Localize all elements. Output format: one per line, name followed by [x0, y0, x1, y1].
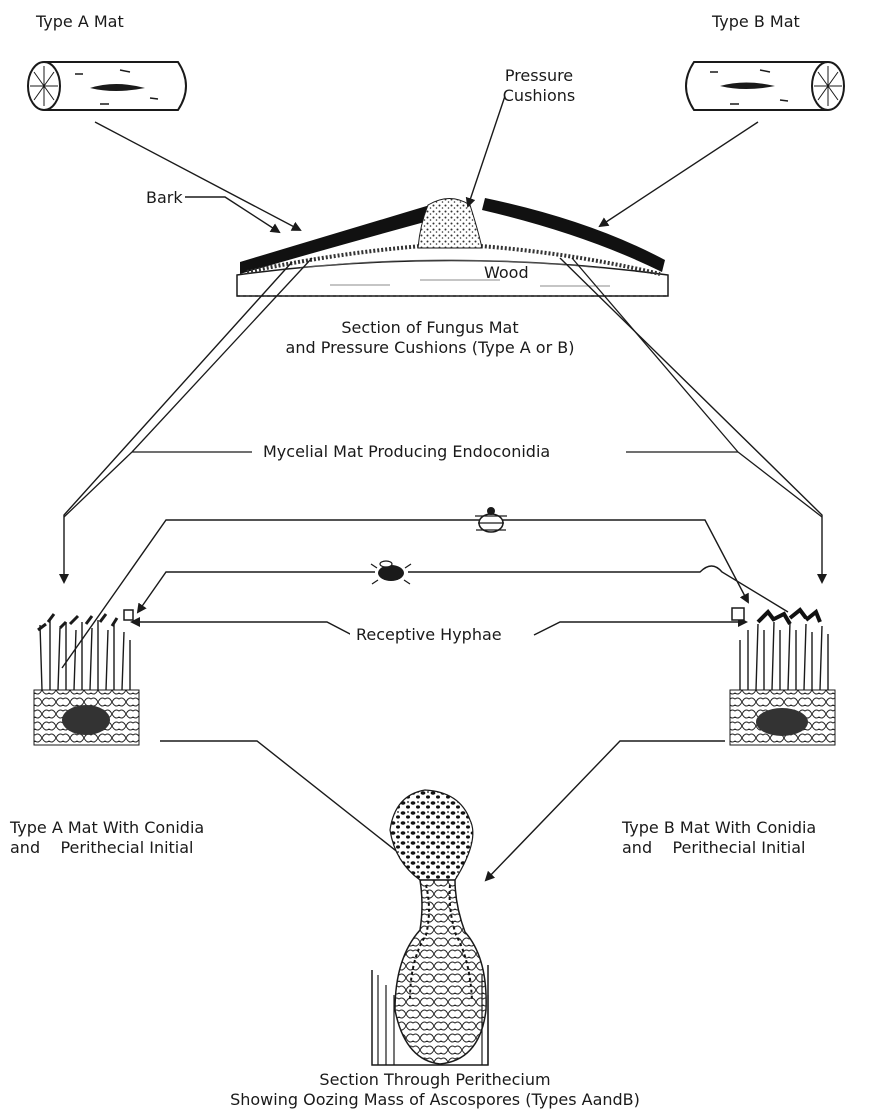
mycelial-mat-label: Mycelial Mat Producing Endoconidia — [257, 442, 556, 462]
perithecium-caption-line2: Showing Oozing Mass of Ascospores (Types… — [150, 1090, 720, 1110]
pressure-cushions-label: Pressure Cushions — [484, 66, 594, 106]
section-caption-line1: Section of Fungus Mat — [210, 318, 650, 338]
perithecium-caption: Section Through Perithecium Showing Oozi… — [150, 1070, 720, 1110]
type-a-caption: Type A Mat With Conidia and Perithecial … — [10, 818, 204, 858]
type-b-caption-line2: and Perithecial Initial — [622, 838, 816, 858]
type-b-caption: Type B Mat With Conidia and Perithecial … — [622, 818, 816, 858]
bark-label: Bark — [146, 188, 183, 208]
section-caption-line2: and Pressure Cushions (Type A or B) — [210, 338, 650, 358]
pressure-cushions-line1: Pressure — [484, 66, 594, 86]
perithecium-caption-line1: Section Through Perithecium — [150, 1070, 720, 1090]
type-a-mat-label: Type A Mat — [36, 12, 124, 32]
perithecium-drawing — [372, 790, 488, 1065]
type-a-caption-line2: and Perithecial Initial — [10, 838, 204, 858]
type-a-log-icon — [28, 62, 186, 110]
type-b-caption-line1: Type B Mat With Conidia — [622, 818, 816, 838]
type-a-caption-line1: Type A Mat With Conidia — [10, 818, 204, 838]
type-b-log-icon — [686, 62, 844, 110]
type-b-mat-drawing — [730, 608, 835, 745]
pressure-cushions-line2: Cushions — [484, 86, 594, 106]
fungus-mat-section — [237, 198, 668, 296]
type-a-mat-drawing — [34, 610, 139, 745]
beetle-icon — [475, 507, 507, 532]
type-b-mat-label: Type B Mat — [712, 12, 800, 32]
receptive-hyphae-label: Receptive Hyphae — [350, 625, 508, 645]
wood-label: Wood — [484, 263, 529, 283]
section-caption: Section of Fungus Mat and Pressure Cushi… — [210, 318, 650, 358]
mycelial-mat-lines — [64, 258, 822, 517]
fly-icon — [371, 561, 411, 584]
